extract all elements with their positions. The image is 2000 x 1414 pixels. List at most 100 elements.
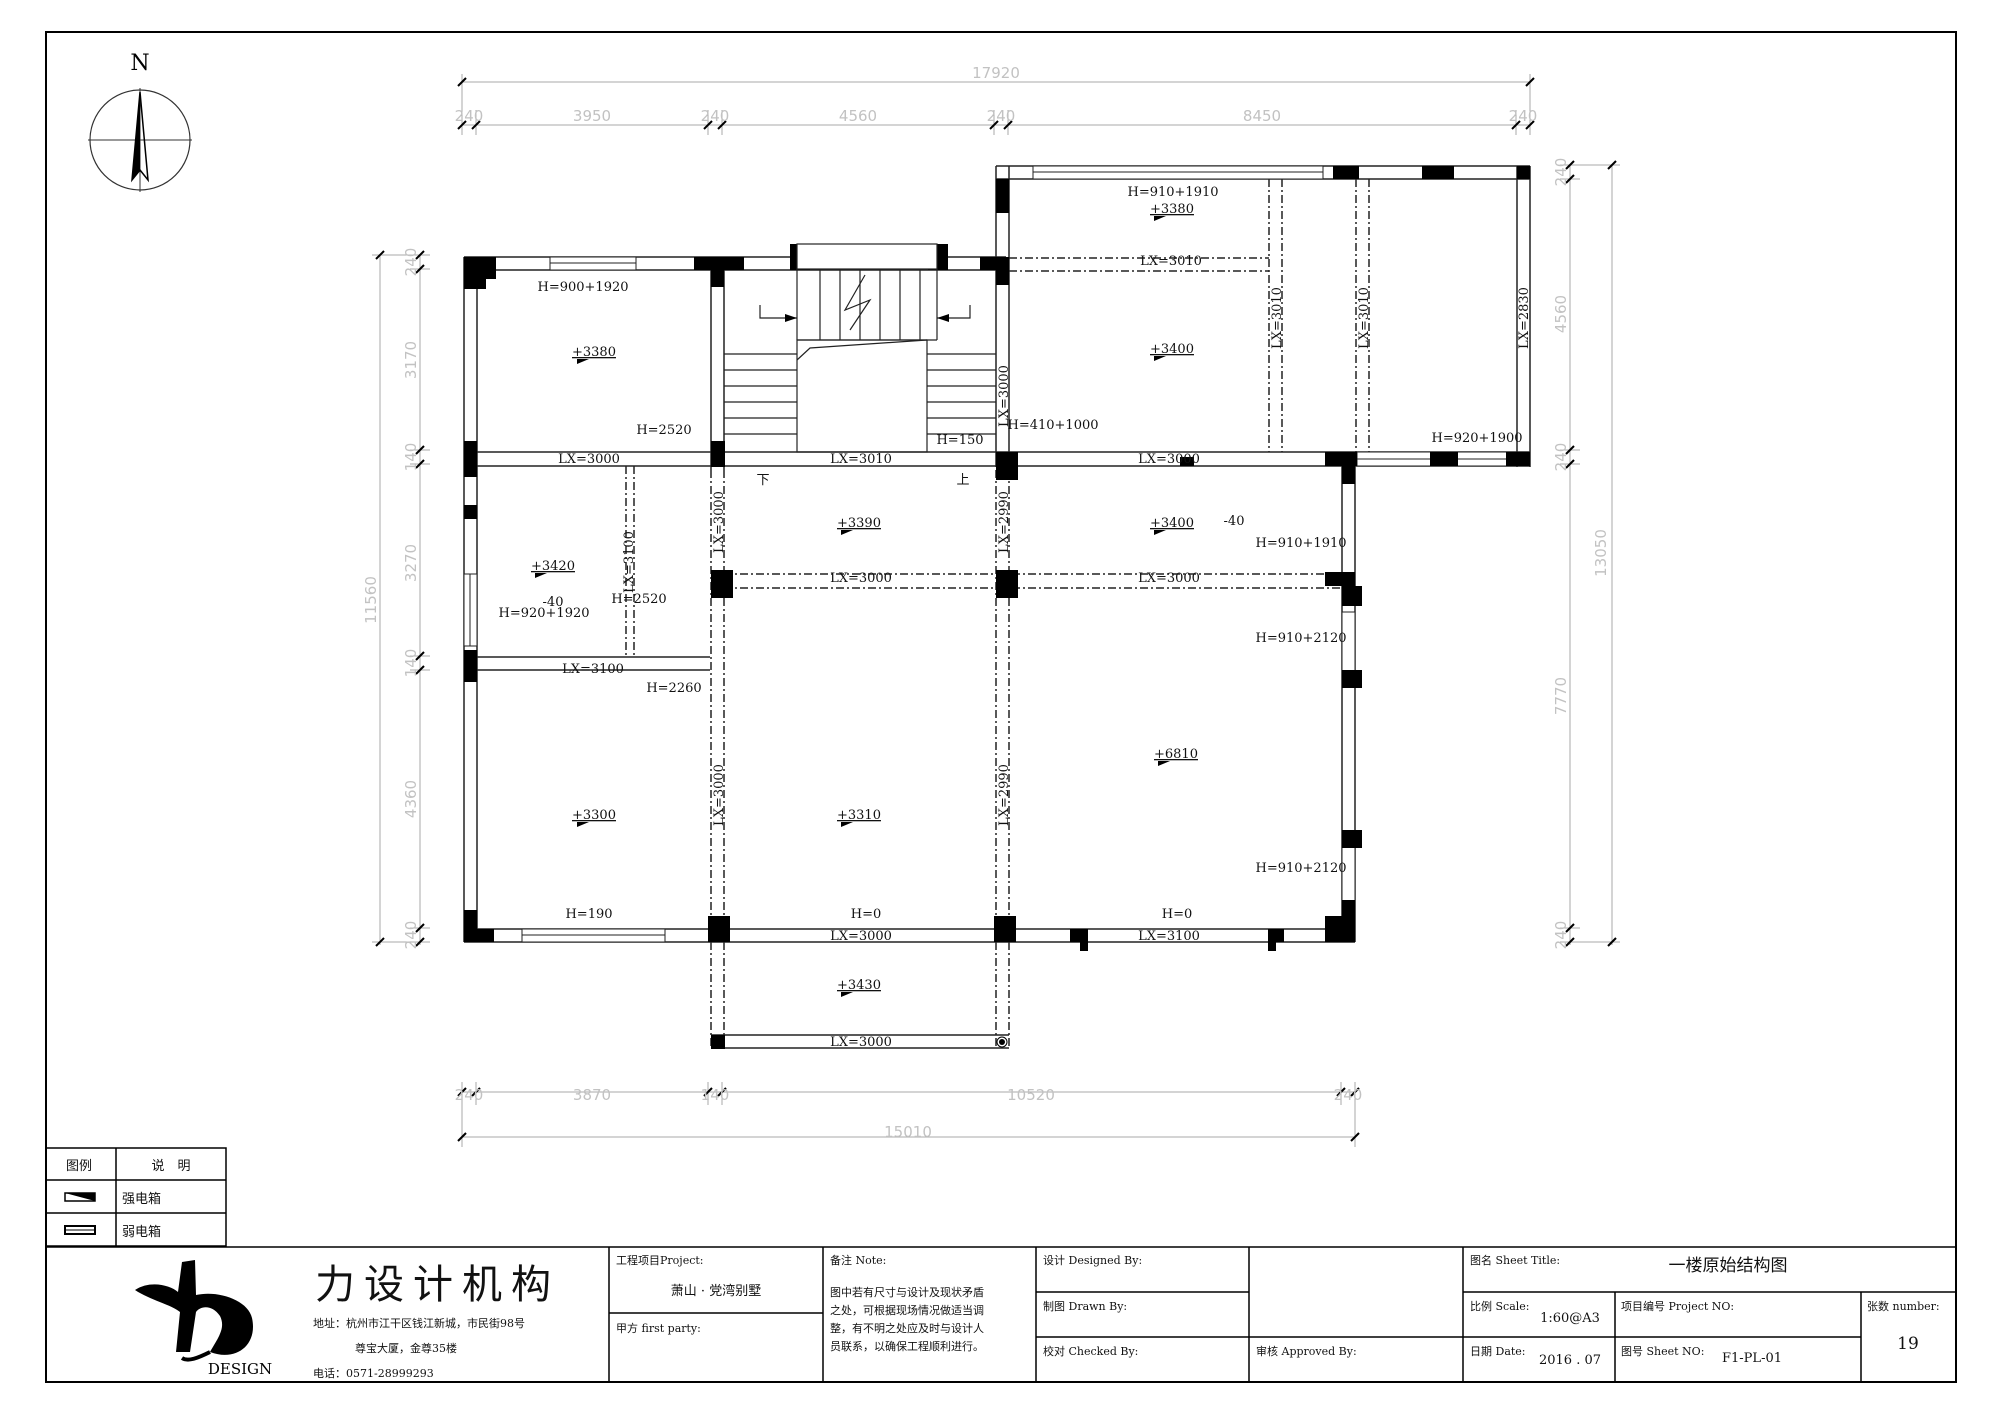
dim-bottom-seg: 240 <box>455 1086 484 1104</box>
sheet-no-label: 图号 Sheet NO: <box>1621 1345 1704 1358</box>
party-label: 甲方 first party: <box>616 1321 701 1335</box>
beam-label: LX=3000 <box>830 929 892 944</box>
company-name: 力设计机构 <box>315 1262 560 1308</box>
legend-header-desc: 说 明 <box>151 1159 190 1174</box>
stair-up-label: 上 <box>956 473 969 488</box>
dim-left-seg: 240 <box>402 921 420 950</box>
company-address: 地址：杭州市江干区钱江新城，市民街98号 <box>313 1316 525 1330</box>
beam-label: LX=3000 <box>997 365 1012 427</box>
opening-height-label: H=190 <box>565 907 612 922</box>
opening-height-label: H=910+1910 <box>1255 536 1346 551</box>
dim-right-seg: 240 <box>1552 921 1570 950</box>
level-offset-label: -40 <box>1224 514 1245 529</box>
north-arrow-icon <box>88 88 192 192</box>
dim-right-seg: 240 <box>1552 158 1570 187</box>
date-value: 2016 . 07 <box>1539 1353 1601 1368</box>
dim-left-seg: 3170 <box>402 341 420 379</box>
beam-label: LX=3000 <box>1138 452 1200 467</box>
elevation-label: +3380 <box>572 345 616 360</box>
dim-top-seg: 4560 <box>839 107 877 125</box>
beam-label: LX=3100 <box>562 662 624 677</box>
opening-height-label: H=920+1900 <box>1431 431 1522 446</box>
opening-height-label: H=2520 <box>611 592 666 607</box>
beam-label: LX=3000 <box>712 491 727 553</box>
dim-bottom-seg: 140 <box>701 1086 730 1104</box>
dim-top-seg: 240 <box>1509 107 1538 125</box>
sheet-title-value: 一楼原始结构图 <box>1669 1256 1788 1276</box>
dim-right-seg: 4560 <box>1552 295 1570 333</box>
north-label: N <box>130 51 149 76</box>
beam-label: LX=3010 <box>1140 254 1202 269</box>
beam-label: LX=3000 <box>830 1035 892 1050</box>
dim-top-seg: 240 <box>987 107 1016 125</box>
opening-height-label: H=910+1910 <box>1127 185 1218 200</box>
beam-label: LX=3010 <box>1357 287 1372 349</box>
beam-label: LX=2830 <box>1517 287 1532 349</box>
title-block <box>46 1246 1956 1382</box>
opening-height-label: H=2260 <box>646 681 701 696</box>
dim-right-seg: 240 <box>1552 443 1570 472</box>
beam-label: LX=3010 <box>830 452 892 467</box>
dim-bottom-seg: 240 <box>1334 1086 1363 1104</box>
dim-left-seg: 4360 <box>402 780 420 818</box>
project-value: 萧山 · 党湾别墅 <box>671 1283 761 1299</box>
dim-left-total: 11560 <box>362 576 380 624</box>
legend-header-symbol: 图例 <box>66 1159 92 1174</box>
note-line: 图中若有尺寸与设计及现状矛盾 <box>830 1285 984 1299</box>
beam-label: LX=3100 <box>622 531 637 593</box>
opening-height-label: H=0 <box>1162 907 1193 922</box>
dim-left-seg: 140 <box>402 649 420 678</box>
dim-top-seg: 240 <box>701 107 730 125</box>
project-no-label: 项目编号 Project NO: <box>1621 1299 1734 1313</box>
elevation-label: +3300 <box>572 808 616 823</box>
beam-label: LX=3000 <box>558 452 620 467</box>
note-line: 之处，可根据现场情况做适当调 <box>830 1303 984 1317</box>
count-value: 19 <box>1897 1334 1919 1354</box>
designed-by-label: 设计 Designed By: <box>1043 1254 1142 1267</box>
beam-label: LX=3000 <box>1138 571 1200 586</box>
elevation-label: +3400 <box>1150 516 1194 531</box>
company-address: 尊宝大厦，金尊35楼 <box>355 1341 457 1355</box>
beam-label: LX=2990 <box>997 764 1012 826</box>
elevation-label: +6810 <box>1154 747 1198 762</box>
logo-word: DESIGN <box>208 1360 272 1378</box>
level-offset-label: -40 <box>543 595 564 610</box>
scale-label: 比例 Scale: <box>1470 1299 1530 1313</box>
dim-top-seg: 3950 <box>573 107 611 125</box>
dim-bottom-seg: 10520 <box>1007 1086 1055 1104</box>
opening-height-label: H=910+2120 <box>1255 631 1346 646</box>
dim-left-seg: 240 <box>402 248 420 277</box>
beam-label: LX=3100 <box>1138 929 1200 944</box>
opening-height-label: H=0 <box>851 907 882 922</box>
note-label: 备注 Note: <box>830 1253 886 1267</box>
beam-label: LX=3000 <box>712 764 727 826</box>
count-label: 张数 number: <box>1867 1300 1940 1313</box>
elevation-label: +3310 <box>837 808 881 823</box>
dim-bottom-total: 15010 <box>884 1123 932 1141</box>
opening-height-label: H=2520 <box>636 423 691 438</box>
legend-item-label: 强电箱 <box>122 1191 161 1207</box>
opening-height-label: H=900+1920 <box>537 280 628 295</box>
beam-label: LX=2990 <box>997 491 1012 553</box>
legend-item-label: 弱电箱 <box>122 1224 161 1240</box>
elevation-label: +3390 <box>837 516 881 531</box>
opening-height-label: H=910+2120 <box>1255 861 1346 876</box>
stair-down-label: 下 <box>756 473 769 488</box>
strong-power-box-icon <box>64 1192 96 1202</box>
dim-right-total: 13050 <box>1592 529 1610 577</box>
beam-label: LX=3000 <box>830 571 892 586</box>
company-phone: 电话：0571-28999293 <box>313 1367 434 1380</box>
dim-left-seg: 140 <box>402 443 420 472</box>
scale-value: 1:60@A3 <box>1540 1311 1600 1326</box>
elevation-label: +3380 <box>1150 202 1194 217</box>
elevation-label: +3400 <box>1150 342 1194 357</box>
drawn-by-label: 制图 Drawn By: <box>1043 1300 1127 1313</box>
staircase <box>724 243 996 453</box>
opening-height-label: H=920+1920 <box>498 606 589 621</box>
checked-by-label: 校对 Checked By: <box>1043 1344 1138 1358</box>
date-label: 日期 Date: <box>1470 1345 1526 1358</box>
approved-by-label: 审核 Approved By: <box>1256 1344 1357 1358</box>
sheet-no-value: F1-PL-01 <box>1722 1351 1782 1366</box>
dim-top-seg: 8450 <box>1243 107 1281 125</box>
